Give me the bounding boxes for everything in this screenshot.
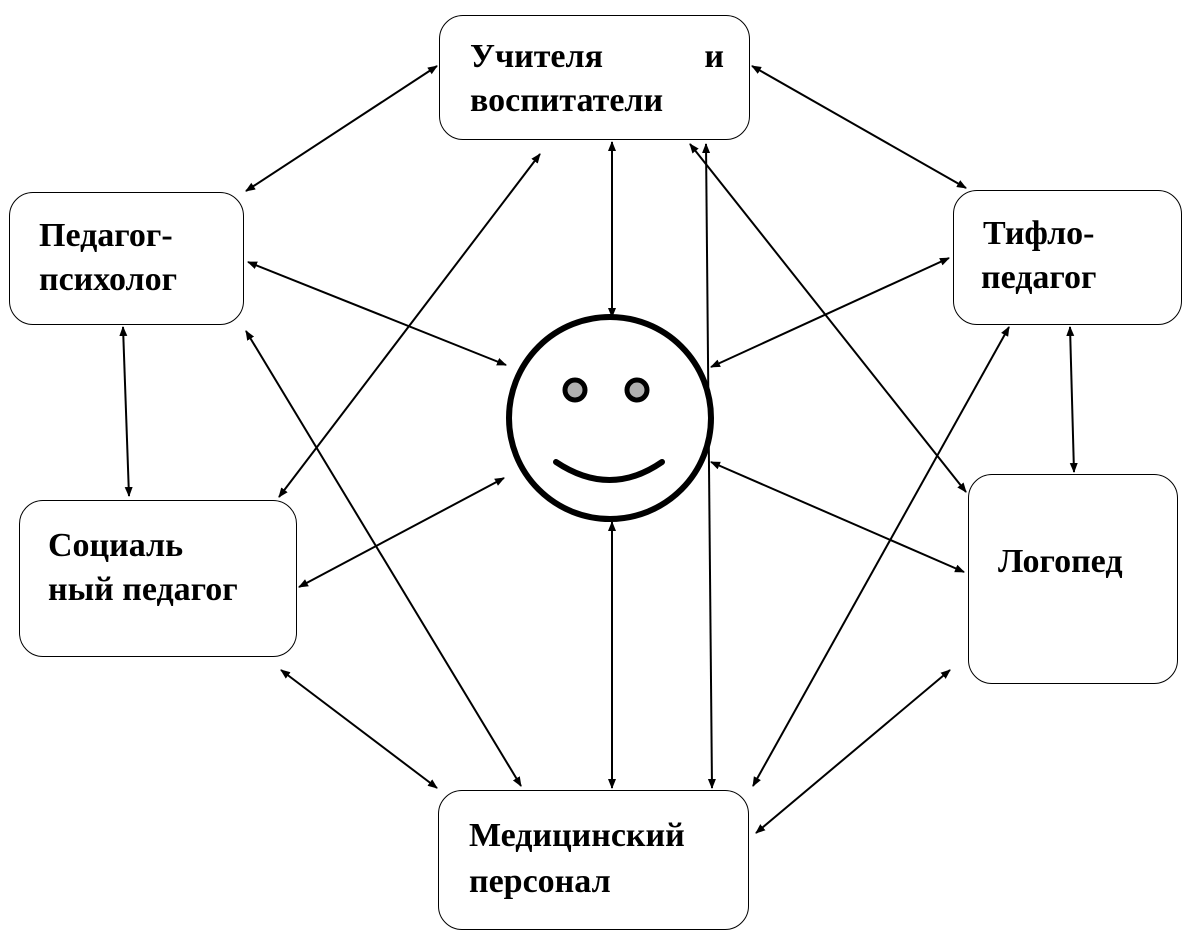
node-teachers-line1-right: и xyxy=(704,38,724,75)
node-social: Социаль ный педагог xyxy=(19,500,297,657)
arrow-psychologist-social xyxy=(119,326,133,497)
arrow-teachers-medical xyxy=(702,143,716,789)
arrow-teachers-speech xyxy=(689,143,967,493)
node-social-line1: Социаль xyxy=(48,527,184,564)
node-teachers-line1-left: Учителя xyxy=(470,38,603,75)
smile-mouth-icon xyxy=(553,459,665,483)
right-eye-icon xyxy=(624,377,650,403)
node-social-line2: ный педагог xyxy=(48,571,238,608)
arrow-speech-medical xyxy=(755,669,951,834)
node-psychologist: Педагог- психолог xyxy=(9,192,244,325)
node-teachers-line2: воспитатели xyxy=(470,82,664,119)
node-medical-line1: Медицинский xyxy=(469,817,685,854)
node-medical: Медицинский персонал xyxy=(438,790,749,930)
arrow-typhlo-center xyxy=(710,257,950,368)
node-typhlo-line1: Тифло- xyxy=(983,215,1095,252)
node-speech: Логопед xyxy=(968,474,1178,684)
node-typhlo-line2: педагог xyxy=(981,259,1097,296)
arrow-speech-center xyxy=(710,461,965,573)
node-typhlo: Тифло- педагог xyxy=(953,190,1182,325)
node-psychologist-line2: психолог xyxy=(39,261,178,298)
node-medical-line2: персонал xyxy=(469,863,611,900)
node-speech-line1: Логопед xyxy=(998,543,1123,580)
connectors-group xyxy=(119,65,1078,834)
arrow-teachers-psychologist xyxy=(245,65,438,192)
arrow-typhlo-speech xyxy=(1066,326,1078,473)
node-psychologist-line1: Педагог- xyxy=(39,217,173,254)
smiley-face-icon xyxy=(506,314,714,522)
arrow-social-center xyxy=(298,477,505,588)
node-teachers: Учителя и воспитатели xyxy=(439,15,750,140)
left-eye-icon xyxy=(562,377,588,403)
arrow-social-medical xyxy=(280,669,438,789)
arrow-psychologist-center xyxy=(247,261,507,366)
arrow-teachers-typhlo xyxy=(751,65,967,189)
